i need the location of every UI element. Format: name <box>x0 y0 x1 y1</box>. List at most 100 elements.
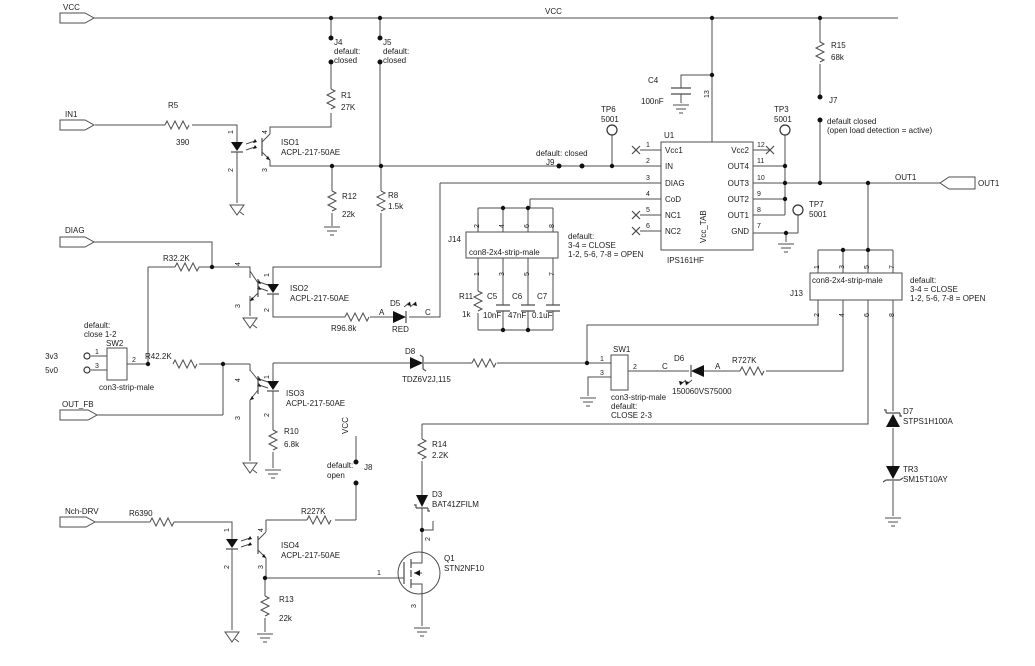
connector-sw2[interactable] <box>83 347 128 381</box>
sw2-name: SW2 <box>106 339 124 348</box>
r6-label: R6390 <box>129 509 153 518</box>
resistor-r10 <box>267 429 279 451</box>
resistor-r4 <box>172 358 198 370</box>
svg-text:2: 2 <box>264 413 271 417</box>
c4-value: 100nF <box>641 97 664 106</box>
resistor-r3 <box>174 261 200 273</box>
wire-net[interactable] <box>91 17 940 632</box>
c5-value: 10nF <box>483 311 501 320</box>
iso3-name: ISO3 <box>286 389 305 398</box>
svg-text:4: 4 <box>258 528 265 532</box>
connector-sw1[interactable] <box>610 354 629 391</box>
svg-text:4: 4 <box>262 130 269 134</box>
j13-pin-digits: 1 3 5 7 2 4 6 8 <box>814 265 896 317</box>
vcc-j8-label: VCC <box>341 417 350 434</box>
zener-d8 <box>410 354 427 372</box>
d7-part: STPS1H100A <box>903 417 953 426</box>
svg-text:1: 1 <box>646 142 650 149</box>
svg-text:7: 7 <box>549 272 556 276</box>
r15-value: 68k <box>831 53 845 62</box>
connector-j14[interactable] <box>465 231 559 259</box>
svg-text:12: 12 <box>757 142 765 149</box>
u1-left-pins: Vcc1 IN DIAG CoD NC1 NC2 1 2 3 4 5 6 <box>646 142 685 236</box>
r11-value: 1k <box>462 310 471 319</box>
sw2-pin2: 2 <box>132 357 136 364</box>
capacitors[interactable] <box>496 87 691 312</box>
svg-text:3: 3 <box>235 304 242 308</box>
svg-text:8: 8 <box>889 313 896 317</box>
junction-dots[interactable] <box>145 15 871 581</box>
svg-text:OUT2: OUT2 <box>728 195 750 204</box>
svg-text:1: 1 <box>814 265 821 269</box>
nc-x-marks <box>631 145 775 236</box>
testpoints[interactable] <box>606 124 804 216</box>
svg-text:11: 11 <box>757 158 764 165</box>
capacitor-c5 <box>496 304 510 312</box>
tp3-name: TP3 <box>774 105 789 114</box>
optocoupler-iso3[interactable] <box>249 369 279 401</box>
optocoupler-iso1[interactable] <box>231 133 271 161</box>
u1-tab-pin: 13 <box>704 90 711 98</box>
r3-label: R32.2K <box>163 254 190 263</box>
iso-pin-digits: 1 2 4 3 4 3 1 2 4 3 1 2 1 2 4 3 <box>224 130 271 569</box>
tr3-part: SM15T10AY <box>903 475 948 484</box>
svg-text:6: 6 <box>864 313 871 317</box>
resistor-r8 <box>375 190 387 212</box>
sw1-name: SW1 <box>613 345 631 354</box>
r8-name: R8 <box>388 191 399 200</box>
j14-default2: 3-4 = CLOSE <box>568 241 616 250</box>
svg-text:3: 3 <box>262 168 269 172</box>
j13-name: J13 <box>790 289 803 298</box>
q1-source-pin: 3 <box>411 604 418 608</box>
u1-part: IPS161HF <box>667 256 704 265</box>
sw2-default1: default: <box>84 321 110 330</box>
svg-text:NC1: NC1 <box>665 211 682 220</box>
r10-name: R10 <box>284 427 299 436</box>
optocoupler-iso2[interactable] <box>249 270 279 302</box>
j8-note1: default: <box>327 461 353 470</box>
resistor-r1 <box>325 88 337 110</box>
r13-value: 22k <box>279 614 293 623</box>
j14-pin-digits: 2 4 6 8 1 3 5 7 <box>474 224 556 276</box>
svg-text:3: 3 <box>258 565 265 569</box>
svg-text:Vcc1: Vcc1 <box>665 146 683 155</box>
c7-value: 0.1uF <box>532 311 553 320</box>
resistor-r13 <box>259 595 271 617</box>
resistors[interactable] <box>149 41 826 617</box>
net-flags[interactable] <box>59 12 976 528</box>
optocoupler-iso4[interactable] <box>226 531 267 559</box>
mosfet-q1[interactable] <box>397 551 441 595</box>
svg-text:5: 5 <box>524 272 531 276</box>
j7-note1: default closed <box>827 117 876 126</box>
sw2-5v0-label: 5v0 <box>45 366 58 375</box>
outfb-flag-label: OUT_FB <box>62 400 94 409</box>
sw2-pin3: 3 <box>95 363 99 370</box>
connector-j13[interactable] <box>809 272 903 301</box>
tp6-pad <box>606 124 618 136</box>
sw2-3v3-label: 3v3 <box>45 352 58 361</box>
vcc-flag-shape <box>59 12 96 24</box>
svg-text:7: 7 <box>757 223 761 230</box>
nchdrv-flag-shape <box>59 516 97 528</box>
r1-name: R1 <box>341 91 352 100</box>
r5-value: 390 <box>176 138 190 147</box>
ic-u1[interactable] <box>631 141 775 251</box>
sw2-part: con3-strip-male <box>99 383 155 392</box>
svg-text:1: 1 <box>224 528 231 532</box>
q1-gate-pin: 1 <box>377 570 381 577</box>
sw2-default2: close 1-2 <box>84 330 117 339</box>
j14-default1: default: <box>568 232 594 241</box>
resistor-r16 <box>471 357 497 369</box>
d7-name: D7 <box>903 407 914 416</box>
capacitor-c4 <box>671 87 691 95</box>
svg-text:3: 3 <box>235 416 242 420</box>
svg-text:2: 2 <box>264 308 271 312</box>
resistor-r11 <box>472 290 484 312</box>
resistor-r15 <box>814 41 826 63</box>
d8-name: D8 <box>405 347 416 356</box>
svg-text:4: 4 <box>499 224 506 228</box>
svg-text:CoD: CoD <box>665 195 681 204</box>
diodes[interactable] <box>393 301 904 512</box>
resistor-r5 <box>164 119 190 131</box>
j5-name: J5 <box>383 38 392 47</box>
